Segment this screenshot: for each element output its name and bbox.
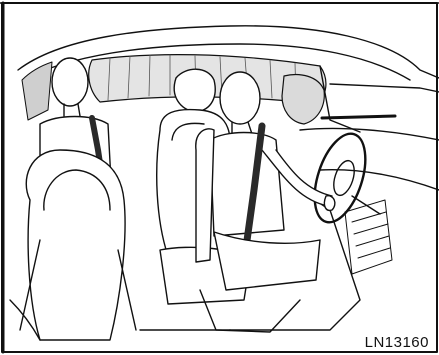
driver-head: [220, 72, 260, 124]
passenger-headrest: [174, 69, 215, 112]
figure-code-label: LN13160: [365, 334, 429, 351]
a-pillar: [320, 66, 360, 132]
rear-seat-back: [26, 150, 125, 340]
dashboard: [300, 128, 439, 140]
windshield-line: [330, 84, 439, 92]
center-vent-grille: [345, 200, 392, 274]
dashboard-lower: [320, 170, 439, 190]
front-side-airbag: [282, 75, 324, 124]
rear-occupant-head: [52, 58, 88, 106]
driver-hand: [324, 196, 334, 211]
steering-wheel-hub: [330, 158, 358, 198]
driver-lap: [214, 232, 320, 290]
rear-pillar-shade: [22, 62, 52, 120]
sun-visor-bar: [322, 116, 395, 118]
